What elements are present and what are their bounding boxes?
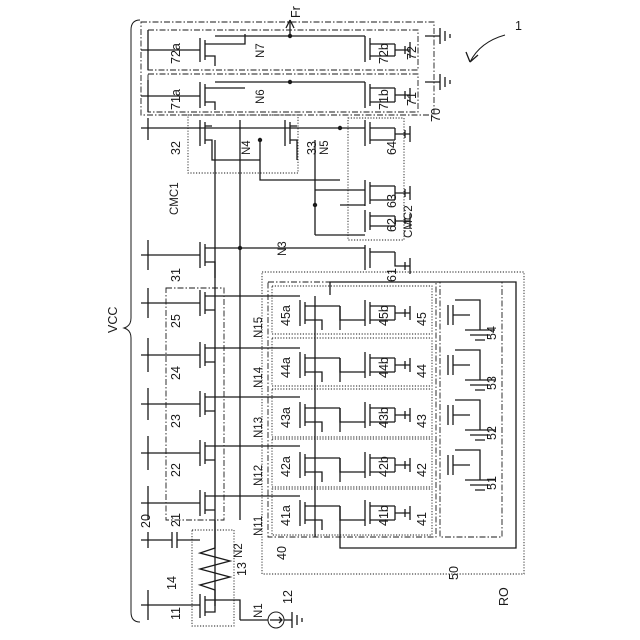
label-22: 22 [169,463,183,477]
label-71b: 71b [377,89,391,110]
stage-chain [315,296,340,537]
label-11: 11 [169,607,183,620]
label-43b: 43b [377,407,391,428]
ro-box [262,272,524,574]
label-32: 32 [169,141,183,155]
label-20: 20 [139,514,153,528]
bias-wires [148,520,268,620]
label-23: 23 [169,414,183,428]
label-n2: N2 [233,543,245,558]
label-13: 13 [235,562,249,576]
block-72-wires [148,20,410,66]
vcc-stubs [141,30,148,620]
label-72b: 72b [377,43,391,64]
label-31: 31 [169,268,183,282]
label-64: 64 [385,141,399,155]
label-62: 62 [385,218,399,232]
label-n5: N5 [319,140,331,155]
ground-strips [425,28,450,90]
label-70: 70 [429,108,443,122]
label-44a: 44a [279,357,293,378]
label-21: 21 [169,513,183,527]
label-cmc1: CMC1 [169,182,181,215]
label-14: 14 [165,576,179,590]
label-n15: N15 [253,317,265,338]
label-72a: 72a [169,43,183,64]
label-53: 53 [485,376,499,390]
label-42b: 42b [377,456,391,477]
label-n7: N7 [255,43,267,58]
source-12-arrow [270,617,282,623]
label-54: 54 [485,326,499,340]
label-42a: 42a [279,456,293,477]
label-45b: 45b [377,305,391,326]
label-41: 41 [415,512,429,526]
label-n13: N13 [253,417,265,438]
label-52: 52 [485,426,499,440]
node-cmc2-dot [313,203,317,207]
label-fr: Fr [289,6,303,18]
label-50: 50 [447,566,461,580]
vcc-brace [124,20,140,622]
label-41b: 41b [377,505,391,526]
label-43: 43 [415,414,429,428]
label-44b: 44b [377,357,391,378]
block-71-wires [148,82,410,110]
label-ro: RO [497,587,511,606]
node-n4-dot [258,138,262,142]
label-43a: 43a [279,407,293,428]
label-n14: N14 [253,366,265,388]
label-n11: N11 [253,516,265,536]
label-61: 61 [385,268,399,282]
label-71a: 71a [169,89,183,110]
label-n4: N4 [241,140,253,155]
group-50-box [440,282,502,537]
label-41a: 41a [279,505,293,526]
ref-1-arrowhead [466,52,478,62]
node-n7-dot [288,34,292,38]
label-figure-1: 1 [515,19,522,33]
label-12: 12 [281,590,295,604]
label-45a: 45a [279,305,293,326]
label-45: 45 [415,312,429,326]
node-n6-dot [288,80,292,84]
group-20-wires [148,128,260,606]
vcc-label: VCC [106,307,120,333]
label-cmc2: CMC2 [403,205,415,238]
label-44: 44 [415,364,429,378]
label-72: 72 [405,46,419,60]
source-12-gnd [284,612,302,628]
label-33: 33 [305,141,319,155]
label-40: 40 [275,546,289,560]
label-24: 24 [169,366,183,380]
label-n1: N1 [253,603,265,618]
label-n12: N12 [253,465,265,486]
label-51: 51 [485,476,499,490]
label-71: 71 [405,92,419,106]
label-42: 42 [415,463,429,477]
label-n6: N6 [255,89,267,104]
label-63: 63 [385,194,399,208]
label-25: 25 [169,314,183,328]
label-n3: N3 [277,241,289,256]
